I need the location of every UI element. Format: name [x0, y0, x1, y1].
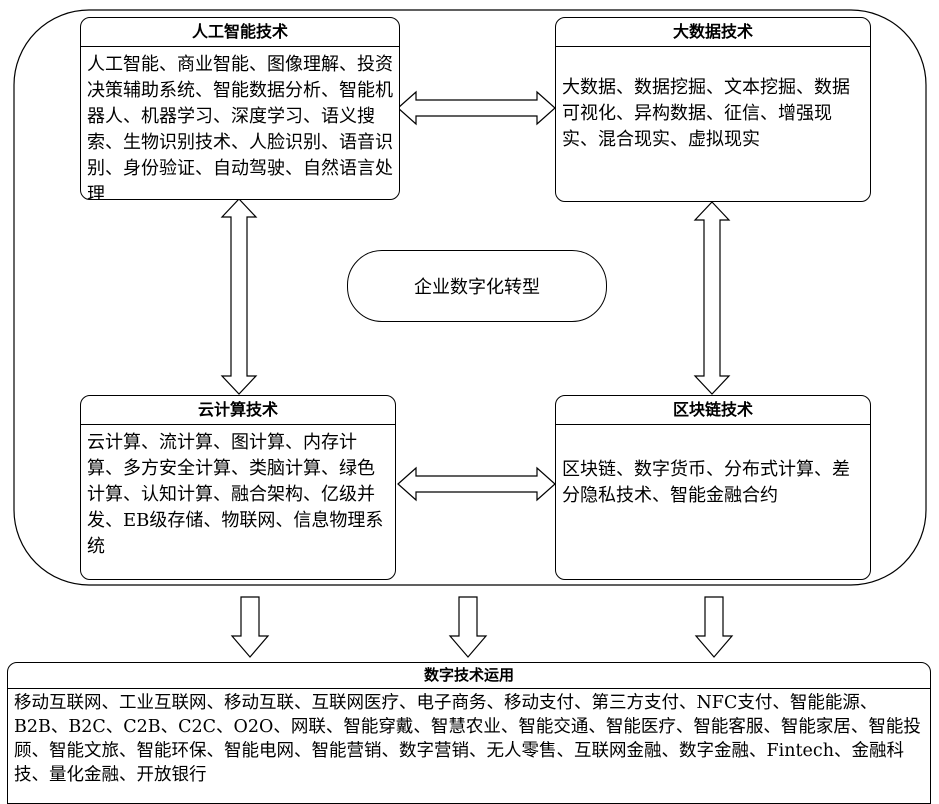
arrow-ai-bigdata: [397, 90, 556, 126]
cloud-tech-body: 云计算、流计算、图计算、内存计算、多方安全计算、类脑计算、绿色计算、认知计算、融…: [87, 432, 384, 557]
bigdata-tech-title: 大数据技术: [556, 18, 870, 47]
cloud-tech-box: 云计算技术 云计算、流计算、图计算、内存计算、多方安全计算、类脑计算、绿色计算、…: [80, 395, 396, 580]
arrow-bigdata-blockchain: [693, 201, 731, 395]
blockchain-tech-body: 区块链、数字货币、分布式计算、差分隐私技术、智能金融合约: [562, 459, 850, 506]
arrow-cloud-blockchain: [397, 466, 556, 502]
digital-tech-application-body: 移动互联网、工业互联网、移动互联、互联网医疗、电子商务、移动支付、第三方支付、N…: [14, 693, 921, 785]
enclosure-outline: [13, 9, 927, 586]
blockchain-tech-box: 区块链技术 区块链、数字货币、分布式计算、差分隐私技术、智能金融合约: [555, 395, 871, 580]
ai-tech-title: 人工智能技术: [81, 18, 399, 47]
bigdata-tech-box: 大数据技术 大数据、数据挖掘、文本挖掘、数据可视化、异构数据、征信、增强现实、混…: [555, 17, 871, 202]
center-label: 企业数字化转型: [347, 250, 607, 322]
cloud-tech-title: 云计算技术: [81, 396, 395, 425]
bigdata-tech-body: 大数据、数据挖掘、文本挖掘、数据可视化、异构数据、征信、增强现实、混合现实、虚拟…: [562, 77, 850, 150]
arrow-ai-cloud: [220, 198, 258, 395]
down-arrow-middle: [448, 596, 488, 658]
digital-tech-application-box: 数字技术运用 移动互联网、工业互联网、移动互联、互联网医疗、电子商务、移动支付、…: [7, 662, 931, 804]
center-label-text: 企业数字化转型: [414, 277, 540, 298]
down-arrow-right: [694, 596, 734, 658]
down-arrow-left: [230, 596, 270, 658]
diagram-connectors: [13, 9, 927, 658]
blockchain-tech-title: 区块链技术: [556, 396, 870, 425]
ai-tech-box: 人工智能技术 人工智能、商业智能、图像理解、投资决策辅助系统、智能数据分析、智能…: [80, 17, 400, 200]
digital-tech-application-title: 数字技术运用: [8, 663, 930, 689]
ai-tech-body: 人工智能、商业智能、图像理解、投资决策辅助系统、智能数据分析、智能机器人、机器学…: [87, 54, 393, 200]
